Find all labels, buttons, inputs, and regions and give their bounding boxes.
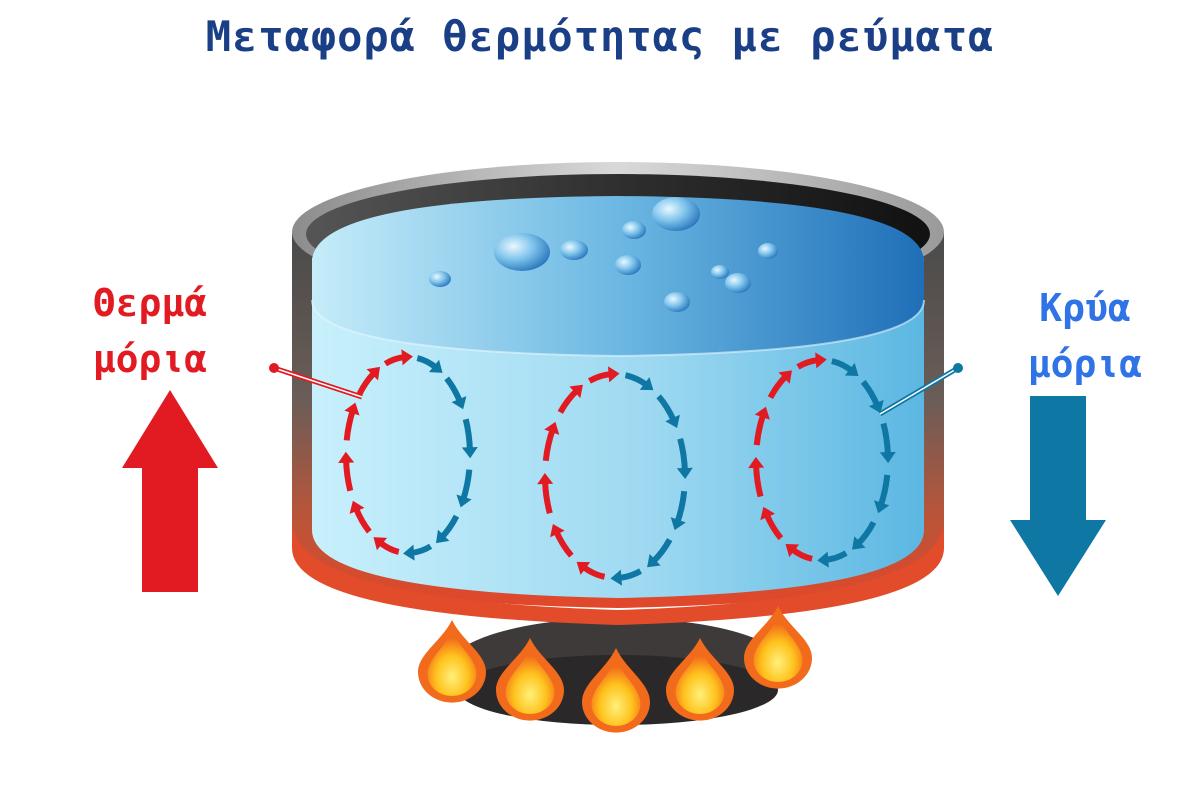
hot-pointer <box>269 363 363 400</box>
convection-arrowhead <box>817 551 829 568</box>
hot-label-line1: Θερμά <box>92 281 208 325</box>
convection-arrowhead <box>435 529 450 544</box>
convection-arrowhead <box>844 362 859 376</box>
up-arrow-icon <box>122 390 218 592</box>
convection-arrowhead <box>401 349 413 366</box>
convection-arrowhead <box>576 561 591 575</box>
hot-label-line2: μόρια <box>92 337 208 381</box>
cold-pointer <box>878 363 963 417</box>
water-surface <box>312 196 924 356</box>
convection-arrowhead <box>874 500 890 514</box>
convection-arrowhead <box>868 399 884 414</box>
convection-arrowhead <box>665 414 680 429</box>
convection-arrowhead <box>349 500 365 514</box>
convection-arrowhead <box>344 402 360 416</box>
convection-arrowhead <box>879 451 896 464</box>
bubble-icon <box>429 197 778 312</box>
cold-label-line2: μόρια <box>1027 342 1143 386</box>
down-arrow-icon <box>1010 396 1106 596</box>
convection-arrowhead <box>537 472 554 485</box>
convection-arrowhead <box>451 396 467 410</box>
convection-arrowhead <box>569 384 583 399</box>
flame-core <box>675 649 725 715</box>
diagram-title: Μεταφορά θερμότητας με ρεύματα <box>205 12 995 61</box>
water-edge-highlight <box>311 299 925 358</box>
convection-arrowhead <box>338 451 355 464</box>
flame-icon <box>418 606 812 733</box>
convection-arrowhead <box>754 406 770 420</box>
convection-arrowhead <box>815 352 827 369</box>
convection-arrowhead <box>403 544 415 561</box>
convection-arrowhead <box>852 536 866 550</box>
cold-particles-label: Κρύα μόρια <box>1000 280 1170 392</box>
flame-core <box>427 631 477 697</box>
cold-label-line1: Κρύα <box>1039 286 1131 330</box>
convection-arrowhead <box>456 494 472 508</box>
hot-particles-label: Θερμά μόρια <box>60 275 240 387</box>
convection-arrowhead <box>608 366 620 383</box>
convection-arrowhead <box>373 537 388 551</box>
convection-arrowhead <box>785 544 800 558</box>
pot-base-band <box>292 520 944 625</box>
convection-arrowhead <box>461 446 478 459</box>
convection-arrowhead <box>670 517 686 531</box>
convection-arrowhead <box>676 467 693 480</box>
convection-arrowhead <box>544 421 560 435</box>
flame-core <box>753 617 803 683</box>
convection-arrowhead <box>550 523 565 538</box>
flame-core <box>591 659 641 727</box>
flame-core <box>505 649 555 715</box>
convection-currents <box>338 349 896 586</box>
convection-arrowhead <box>428 359 443 373</box>
convection-arrowhead <box>610 569 622 586</box>
convection-arrowhead <box>748 456 765 469</box>
convection-arrowhead <box>366 366 381 381</box>
convection-arrowhead <box>778 370 792 384</box>
convection-arrowhead <box>639 377 654 391</box>
convection-arrowhead <box>647 553 661 568</box>
convection-arrowhead <box>760 506 776 521</box>
